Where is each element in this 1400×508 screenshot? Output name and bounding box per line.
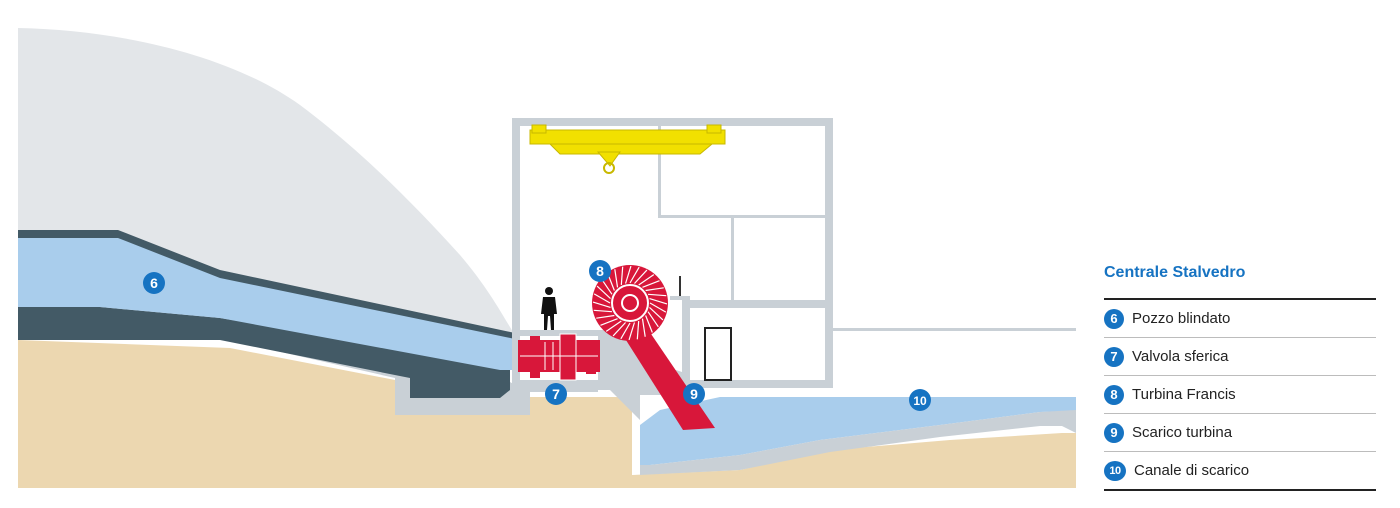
foundation (18, 334, 530, 415)
marker-7: 7 (545, 383, 567, 405)
spherical-valve (518, 333, 600, 381)
turbine-fin (596, 285, 611, 299)
number-badge: 9 (1104, 422, 1124, 443)
person-silhouette (541, 287, 557, 330)
machine-floor (520, 330, 645, 336)
legend-item: 10 Canale di scarico (1104, 452, 1376, 489)
turbine-fin (596, 314, 615, 319)
legend: Centrale Stalvedro 6 Pozzo blindato 7 Va… (1104, 262, 1376, 491)
francis-turbine (592, 265, 668, 341)
number-badge: 6 (1104, 308, 1124, 329)
number-badge: 8 (1104, 384, 1124, 405)
svg-text:6: 6 (150, 275, 158, 291)
building-left-wall (512, 118, 520, 394)
turbine-fin (629, 266, 640, 284)
turbine-fin (600, 318, 618, 326)
legend-item: 6 Pozzo blindato (1104, 300, 1376, 338)
legend-item-label: Pozzo blindato (1132, 310, 1231, 327)
tailrace-water (640, 397, 1076, 465)
turbine-fin (649, 297, 668, 305)
number-badge: 7 (1104, 346, 1124, 367)
svg-text:8: 8 (596, 263, 604, 279)
turbine-fin (642, 280, 660, 288)
turbine-fin (647, 293, 667, 297)
legend-item: 9 Scarico turbina (1104, 414, 1376, 452)
turbine-fin (605, 320, 622, 332)
legend-item: 8 Turbina Francis (1104, 376, 1376, 414)
marker-8: 8 (589, 260, 611, 282)
legend-item-label: Valvola sferica (1132, 348, 1229, 365)
legend-item-label: Canale di scarico (1134, 462, 1250, 479)
door (704, 327, 732, 381)
turbine-fin (601, 278, 613, 295)
turbine-fin (620, 266, 624, 286)
turbine-fin (592, 301, 611, 309)
turbine-fin (620, 322, 631, 340)
ground (18, 340, 1076, 488)
turbine-fin (612, 322, 626, 337)
turbine-fin (636, 320, 640, 340)
marker-6: 6 (143, 272, 165, 294)
turbine-fin (628, 322, 636, 341)
turbine-fin (638, 274, 655, 286)
turbine-fin (634, 269, 648, 284)
svg-text:10: 10 (913, 394, 927, 408)
legend-item-label: Turbina Francis (1132, 386, 1236, 403)
power-plant-diagram: 6 7 8 9 10 (18, 28, 1076, 488)
building-roof (512, 118, 833, 126)
building-right-wall (825, 118, 833, 388)
turbine-fin (645, 315, 653, 333)
legend-title: Centrale Stalvedro (1104, 264, 1246, 281)
turbine-fin (641, 318, 646, 337)
marker-9: 9 (683, 383, 705, 405)
turbine-fin (614, 269, 619, 288)
turbine-fin (647, 311, 659, 328)
penstock-upper-edge (18, 230, 515, 339)
turbine-fin (624, 265, 632, 284)
penstock-lining (18, 307, 510, 398)
turbine-fin (593, 309, 613, 313)
marker-10: 10 (909, 389, 931, 411)
turbine-fin (649, 302, 667, 313)
overhead-crane (529, 124, 726, 174)
legend-item: 7 Valvola sferica (1104, 338, 1376, 376)
svg-text:9: 9 (690, 386, 698, 402)
svg-text:7: 7 (552, 386, 560, 402)
turbine-fin (593, 293, 611, 304)
legend-item-label: Scarico turbina (1132, 424, 1233, 441)
turbine-fin (649, 307, 664, 321)
turbine-fin (645, 287, 664, 292)
number-badge: 10 (1104, 460, 1126, 481)
penstock-water (18, 237, 515, 370)
legend-list: 6 Pozzo blindato 7 Valvola sferica 8 Tur… (1104, 298, 1376, 491)
